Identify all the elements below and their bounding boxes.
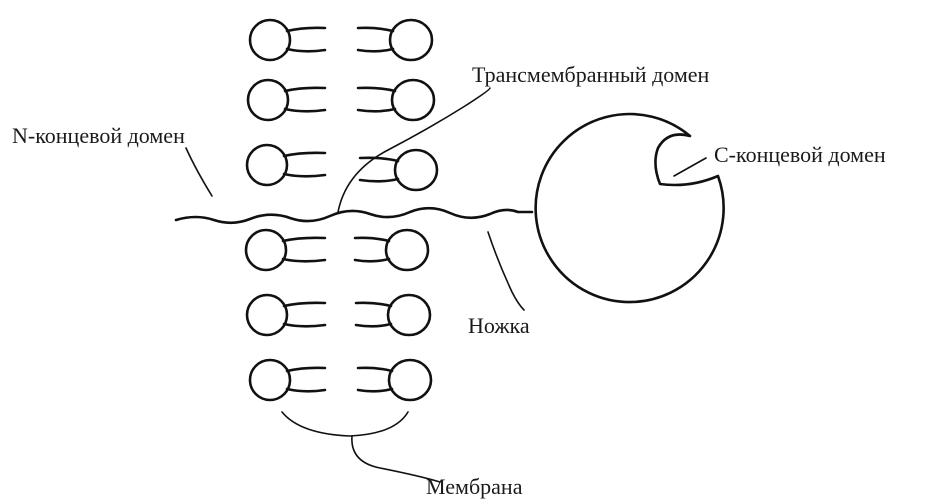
protein-backbone [176,208,532,223]
membrane-protein [176,114,724,302]
c-terminal-domain-label: C-концевой домен [714,142,886,167]
n-terminal-domain-label: N-концевой домен [12,123,185,148]
stalk-label: Ножка [468,313,530,338]
lipid-pair [247,295,430,335]
c-terminal-globular-domain [536,114,724,302]
lipid-pair [248,80,434,120]
n-terminal-leader [186,148,212,196]
transmembrane-domain-label: Трансмембранный домен [472,62,710,87]
lipid-pair [250,20,432,60]
c-terminal-leader [674,158,706,176]
lipid-pair [247,145,437,190]
lipid-pair [246,230,428,270]
lipid-pair [250,360,431,400]
membrane-brace [282,412,408,436]
membrane-bilayer [246,20,437,400]
leader-lines [186,88,706,482]
stalk-leader [488,232,524,310]
membrane-label: Мембрана [426,474,523,499]
